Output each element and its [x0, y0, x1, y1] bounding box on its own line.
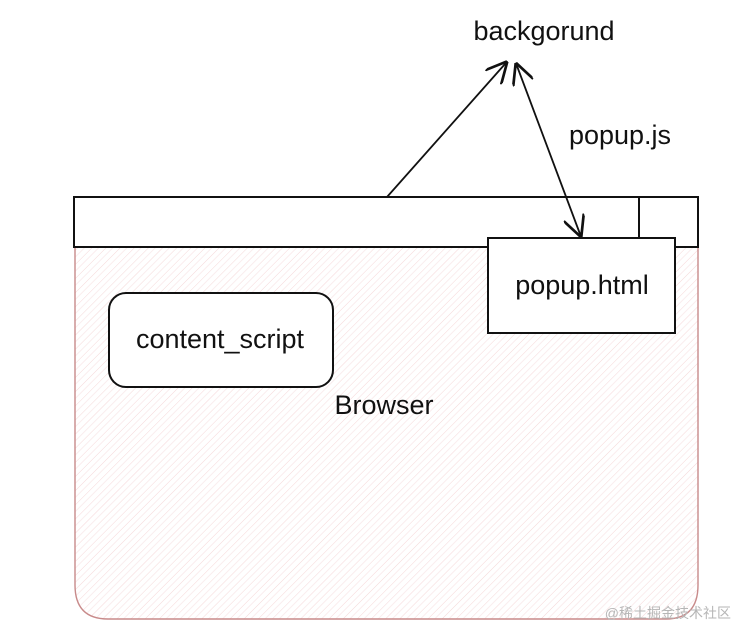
arrow-toolbar-to-background: [386, 64, 505, 198]
content-script-label: content_script: [136, 324, 305, 354]
background-label: backgorund: [473, 16, 614, 46]
popup-html-label: popup.html: [515, 270, 649, 300]
popup-js-label: popup.js: [569, 120, 671, 150]
arrow-popup-to-background: [517, 66, 580, 234]
popup-panel: popup.html: [487, 237, 676, 334]
content-script-node: content_script: [108, 292, 334, 388]
content-script-box: [108, 292, 334, 388]
browser-label: Browser: [334, 390, 433, 420]
watermark-text: @稀土掘金技术社区: [605, 605, 731, 621]
popup-html-box: [487, 237, 676, 334]
